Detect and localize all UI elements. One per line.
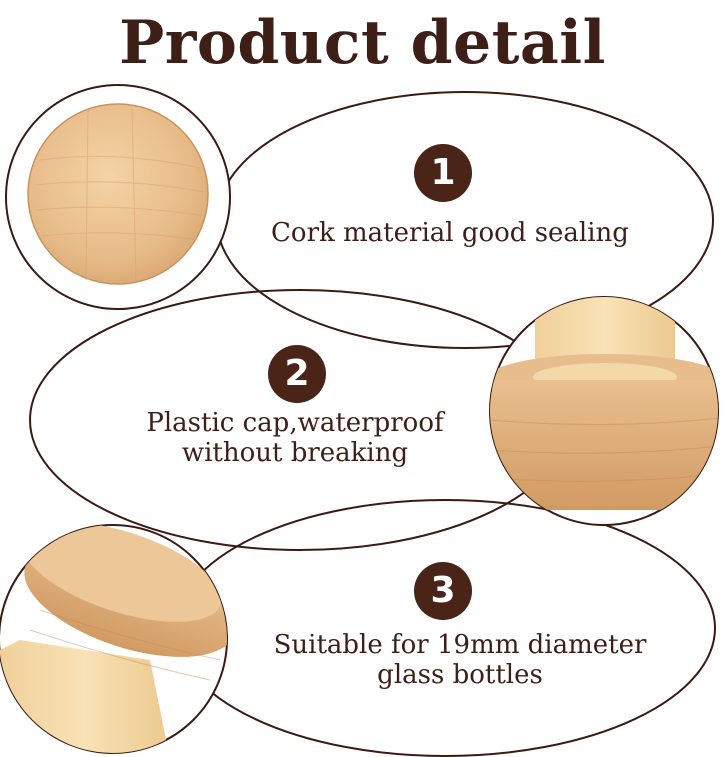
- feature-3-caption: Suitable for 19mm diameter glass bottles: [240, 630, 680, 690]
- cork-top-photo: [5, 84, 231, 310]
- feature-2-line-1: Plastic cap,waterproof: [146, 408, 444, 438]
- feature-3-line-2: glass bottles: [377, 660, 543, 690]
- cork-side-photo: [489, 296, 719, 526]
- feature-1-caption: Cork material good sealing: [250, 218, 650, 248]
- cork-angled-photo: [0, 524, 228, 754]
- feature-2-caption: Plastic cap,waterproof without breaking: [120, 408, 470, 468]
- feature-2-line-2: without breaking: [181, 438, 409, 468]
- feature-3-number-badge: 3: [414, 562, 472, 620]
- feature-2-number-badge: 2: [268, 345, 326, 403]
- page-title: Product detail: [119, 8, 606, 78]
- feature-1-line-1: Cork material good sealing: [271, 218, 629, 248]
- feature-1-number-badge: 1: [414, 144, 472, 202]
- feature-oval-3: [174, 499, 716, 757]
- feature-3-line-1: Suitable for 19mm diameter: [273, 630, 647, 660]
